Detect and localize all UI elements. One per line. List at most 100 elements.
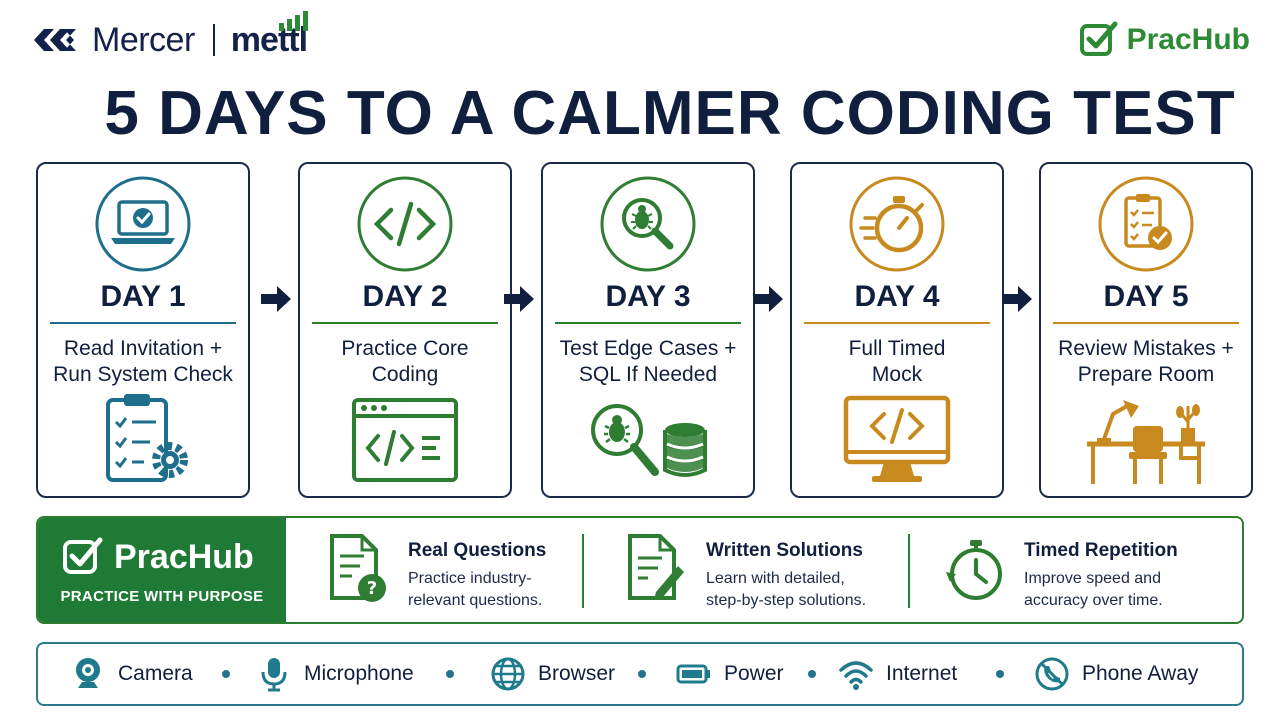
checklist-label: Internet: [886, 662, 958, 685]
feature-line-2: step-by-step solutions.: [706, 592, 867, 609]
day-1-divider: [50, 322, 236, 324]
partner-logos: Mercer mettl: [30, 10, 308, 68]
bullet-separator: [808, 670, 816, 678]
day-3-description: Test Edge Cases + SQL If Needed: [549, 336, 747, 388]
prachub-logo-text: PracHub: [1126, 23, 1250, 56]
code-window-icon: [352, 398, 458, 482]
mercer-logo-icon: [34, 29, 76, 51]
day-5-description: Review Mistakes + Prepare Room: [1047, 336, 1245, 388]
checklist-label: Browser: [538, 662, 616, 685]
wifi-icon: [839, 661, 873, 690]
arrow-right-icon: [753, 286, 783, 312]
stopwatch-icon: [849, 176, 945, 272]
checklist-label: Power: [724, 662, 784, 685]
webcam-icon: [76, 658, 100, 688]
globe-icon: [491, 657, 525, 691]
checklist-item-camera: Camera: [70, 644, 193, 704]
bullet-separator: [996, 670, 1004, 678]
day-5-line-2: Prepare Room: [1077, 363, 1215, 386]
day-4-line-1: Full Timed: [848, 337, 946, 360]
day-2-line-2: Coding: [371, 363, 439, 386]
day-2-line-1: Practice Core: [341, 337, 469, 360]
checklist-label: Microphone: [304, 662, 414, 685]
day-3-card: DAY 3 Test Edge Cases + SQL If Needed: [541, 162, 755, 498]
code-monitor-icon: [843, 395, 951, 482]
day-3-label: DAY 3: [605, 280, 691, 313]
promo-tagline: PRACTICE WITH PURPOSE: [60, 588, 264, 605]
day-4-divider: [804, 322, 990, 324]
arrow-right-icon: [504, 286, 534, 312]
feature-line-1: Practice industry-: [408, 570, 532, 587]
page-title: 5 DAYS TO A CALMER CODING TEST: [104, 79, 1236, 148]
day-1-line-1: Read Invitation +: [63, 337, 223, 360]
system-checklist: Camera Microphone Browser Power: [36, 642, 1244, 706]
document-question-icon: ?: [330, 534, 386, 602]
day-5-card: DAY 5 Review Mistakes + Prepare Room: [1039, 162, 1253, 498]
mettl-logo: mettl: [231, 10, 308, 60]
clipboard-check-icon: [1098, 176, 1194, 272]
feature-line-1: Improve speed and: [1024, 570, 1161, 587]
checklist-item-power: Power: [676, 644, 784, 704]
promo-brand-panel: PracHub PRACTICE WITH PURPOSE: [38, 518, 286, 622]
feature-divider: [582, 534, 584, 608]
feature-description: Learn with detailed, step-by-step soluti…: [706, 568, 896, 612]
desk-lamp-icon: [1087, 400, 1205, 484]
bullet-separator: [222, 670, 230, 678]
feature-title: Written Solutions: [706, 540, 863, 561]
feature-divider: [908, 534, 910, 608]
mercer-logo-text: Mercer: [92, 20, 195, 59]
promo-brand-name: PracHub: [114, 537, 254, 576]
clipboard-gear-icon: [106, 394, 188, 482]
bug-search-icon: [600, 176, 696, 272]
checklist-label: Camera: [118, 662, 193, 685]
bullet-separator: [446, 670, 454, 678]
document-pencil-icon: [628, 534, 684, 600]
day-3-divider: [555, 322, 741, 324]
checklist-item-browser: Browser: [490, 644, 615, 704]
no-phone-icon: [1035, 657, 1069, 691]
feature-line-2: accuracy over time.: [1024, 592, 1163, 609]
checklist-item-phone-away: Phone Away: [1034, 644, 1198, 704]
feature-description: Improve speed and accuracy over time.: [1024, 568, 1214, 612]
bullet-separator: [638, 670, 646, 678]
prachub-logo: PracHub: [1079, 20, 1250, 60]
day-1-card: DAY 1 Read Invitation + Run System Check: [36, 162, 250, 498]
day-4-line-2: Mock: [871, 363, 923, 386]
code-brackets-icon: [357, 176, 453, 272]
day-1-line-2: Run System Check: [53, 363, 233, 386]
day-3-line-1: Test Edge Cases +: [559, 337, 737, 360]
feature-description: Practice industry- relevant questions.: [408, 568, 598, 612]
battery-icon: [676, 664, 710, 684]
feature-title: Timed Repetition: [1024, 540, 1178, 561]
day-5-divider: [1053, 322, 1239, 324]
timer-cycle-icon: [946, 540, 1002, 600]
day-2-divider: [312, 322, 498, 324]
day-1-label: DAY 1: [100, 280, 186, 313]
arrow-right-icon: [261, 286, 291, 312]
feature-line-1: Learn with detailed,: [706, 570, 845, 587]
feature-title: Real Questions: [408, 540, 547, 561]
checklist-label: Phone Away: [1082, 662, 1199, 685]
laptop-check-icon: [95, 176, 191, 272]
day-4-card: DAY 4 Full Timed Mock: [790, 162, 1004, 498]
day-2-description: Practice Core Coding: [306, 336, 504, 388]
day-5-line-1: Review Mistakes +: [1058, 337, 1234, 360]
checklist-item-internet: Internet: [838, 644, 957, 704]
day-4-label: DAY 4: [854, 280, 940, 313]
day-2-label: DAY 2: [362, 280, 448, 313]
microphone-icon: [261, 658, 287, 692]
arrow-right-icon: [1002, 286, 1032, 312]
check-box-icon: [63, 537, 103, 574]
feature-line-2: relevant questions.: [408, 592, 543, 609]
logo-divider: [212, 24, 215, 56]
day-1-description: Read Invitation + Run System Check: [44, 336, 242, 388]
day-4-description: Full Timed Mock: [798, 336, 996, 388]
prachub-promo-banner: PracHub PRACTICE WITH PURPOSE ? Real Que…: [36, 516, 1244, 624]
checklist-item-microphone: Microphone: [256, 644, 414, 704]
mettl-bars-icon: [278, 10, 308, 31]
day-3-line-2: SQL If Needed: [578, 363, 718, 386]
day-5-label: DAY 5: [1103, 280, 1189, 313]
day-2-card: DAY 2 Practice Core Coding: [298, 162, 512, 498]
check-box-icon: [1079, 21, 1118, 56]
svg-text:?: ?: [367, 578, 377, 599]
